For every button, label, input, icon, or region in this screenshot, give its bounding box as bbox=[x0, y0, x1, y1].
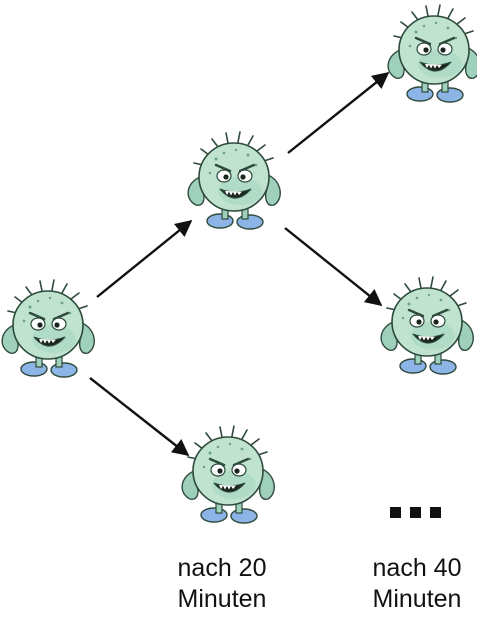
arrow-gen1-to-upper-gen2 bbox=[287, 71, 390, 154]
division-arrows bbox=[89, 71, 390, 457]
continuation-ellipsis bbox=[390, 507, 441, 518]
label-after-20-minutes: nach 20 Minuten bbox=[147, 553, 297, 615]
label-after-40-minutes: nach 40 Minuten bbox=[342, 553, 477, 615]
microbe-icon bbox=[379, 275, 475, 376]
microbe-icon bbox=[186, 130, 282, 231]
label-line: Minuten bbox=[372, 585, 462, 613]
microbe-icon bbox=[0, 278, 96, 379]
arrow-gen1-to-lower-gen2 bbox=[284, 227, 383, 307]
label-line: nach 20 bbox=[177, 554, 267, 582]
label-line: Minuten bbox=[177, 585, 267, 613]
microbe-icon bbox=[386, 3, 477, 104]
label-line: nach 40 bbox=[372, 554, 462, 582]
arrow-gen0-to-upper-gen1 bbox=[96, 219, 193, 298]
arrow-gen0-to-lower-gen1 bbox=[89, 377, 190, 457]
microbe-icon bbox=[180, 424, 276, 525]
